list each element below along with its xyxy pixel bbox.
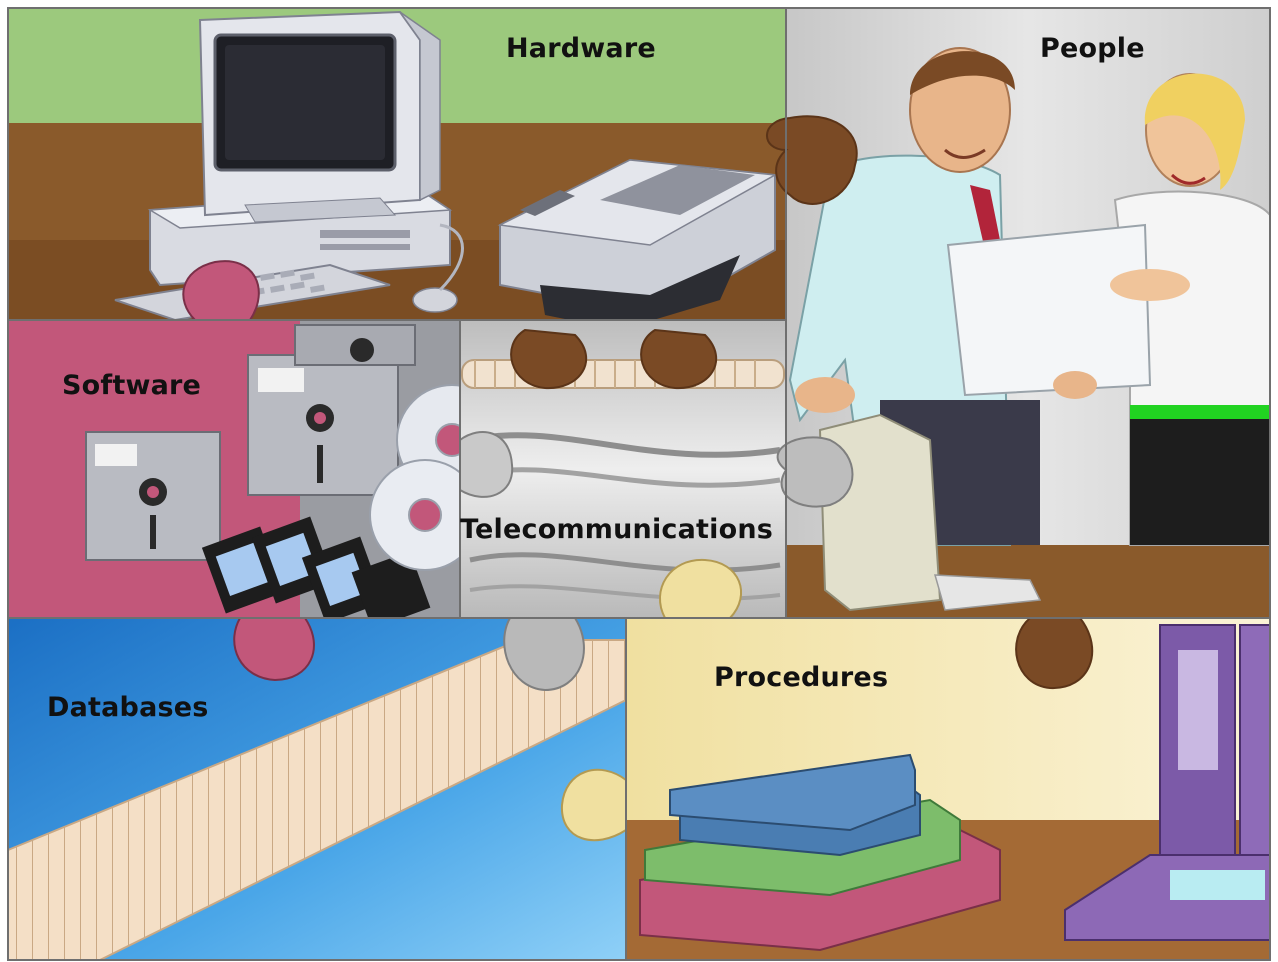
printer-icon xyxy=(497,158,778,330)
puzzle-seams xyxy=(7,7,1271,961)
binder-icon xyxy=(1064,624,1271,941)
books-icon xyxy=(639,753,1001,952)
procedures-label: Procedures xyxy=(714,662,889,693)
telecommunications-label: Telecommunications xyxy=(460,514,774,545)
software-label: Software xyxy=(62,370,202,401)
databases-label: Databases xyxy=(47,692,209,723)
floppy-disk-icon xyxy=(85,324,431,629)
puzzle-tabs xyxy=(182,115,1094,842)
hardware-label: Hardware xyxy=(506,33,656,64)
people-icon xyxy=(788,47,1271,612)
people-label: People xyxy=(1040,33,1145,64)
